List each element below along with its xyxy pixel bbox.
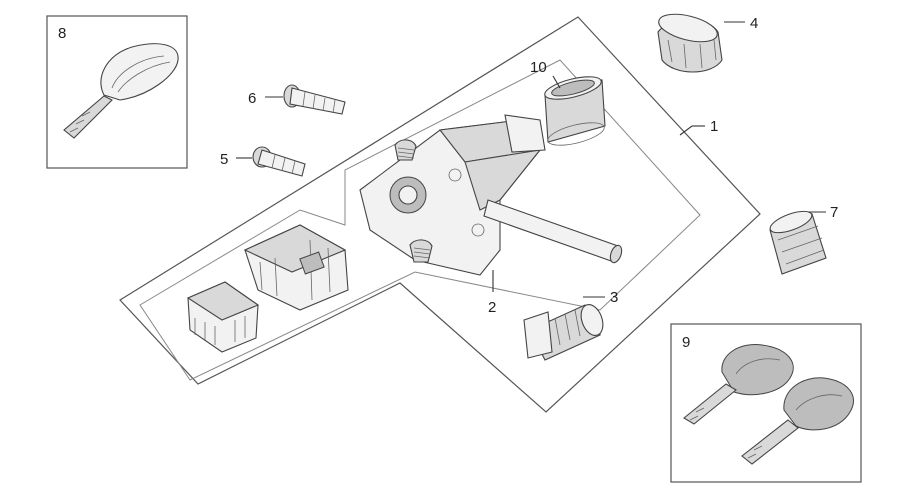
callout-10: 10 [530, 59, 547, 76]
sleeve-7-part[interactable] [768, 207, 827, 275]
bolt-5-part[interactable] [252, 146, 306, 177]
callout-2: 2 [488, 299, 496, 316]
key-9a-part[interactable] [683, 344, 794, 425]
assembly-frame-outer [119, 16, 761, 413]
callout-5: 5 [220, 151, 228, 168]
callout-4: 4 [750, 15, 758, 32]
key-9b-part[interactable] [741, 377, 855, 465]
callout-6: 6 [248, 90, 256, 107]
leader-lines [236, 21, 826, 298]
ring-10-part[interactable] [543, 72, 607, 149]
box-keys-9: 9 [670, 323, 862, 483]
switch-block-part[interactable] [243, 224, 349, 311]
callout-9: 9 [682, 334, 690, 351]
barrel-3-part[interactable] [523, 302, 607, 361]
bolt-6-part[interactable] [283, 84, 346, 115]
housing-2-part[interactable] [359, 114, 624, 276]
callout-3: 3 [610, 289, 618, 306]
cap-4-part[interactable] [656, 9, 723, 73]
callout-7: 7 [830, 204, 838, 221]
assembly-frame-inner [139, 59, 701, 381]
connector-part[interactable] [186, 281, 260, 353]
box-key-8: 8 [46, 15, 188, 169]
callout-8: 8 [58, 25, 66, 42]
key-8-part[interactable] [63, 43, 179, 139]
callout-1: 1 [710, 118, 718, 135]
